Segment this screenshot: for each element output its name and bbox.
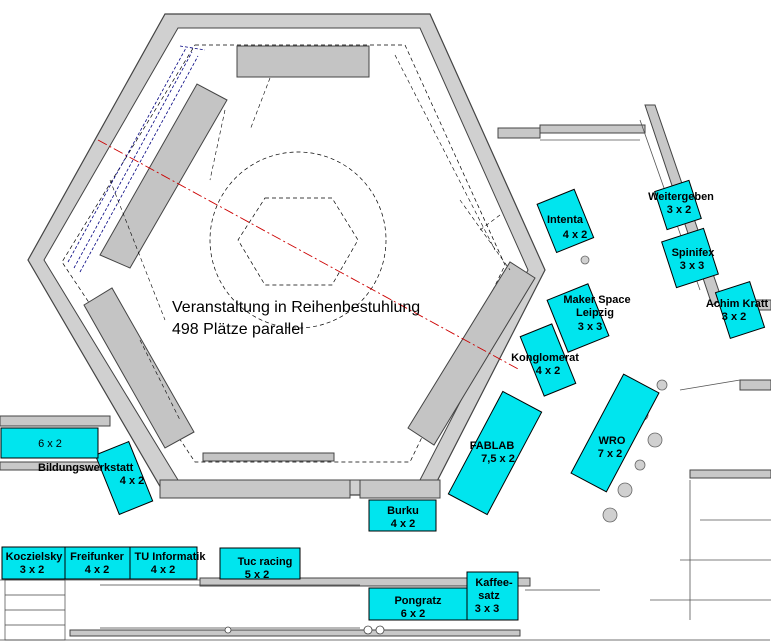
booth-freifunker bbox=[64, 546, 131, 580]
booth-unnamed-size: 6 x 2 bbox=[38, 438, 62, 450]
booth-bildungswerkstatt-size: 4 x 2 bbox=[120, 475, 144, 487]
seating-area-boundary bbox=[61, 44, 506, 463]
stage-block-right bbox=[407, 261, 536, 446]
stairs bbox=[4, 579, 66, 641]
booth-konglomerat-name: Konglomerat bbox=[511, 352, 579, 364]
booth-tu-informatik-size: 4 x 2 bbox=[151, 564, 175, 576]
booth-freifunker-name: Freifunker bbox=[70, 551, 125, 563]
booth-intenta: Intenta 4 x 2 bbox=[536, 188, 595, 254]
booth-konglomerat bbox=[519, 323, 577, 397]
booth-weitergeben bbox=[654, 179, 702, 231]
booth-tu-informatik bbox=[129, 546, 198, 580]
booth-spinifex-size: 3 x 3 bbox=[680, 260, 704, 272]
booth-kaffeesatz-size: 3 x 3 bbox=[475, 603, 499, 615]
booth-konglomerat-size: 4 x 2 bbox=[536, 365, 560, 377]
booth-koczielsky-name: Koczielsky bbox=[6, 551, 64, 563]
booth-unnamed bbox=[0, 427, 99, 459]
booth-wro-size: 7 x 2 bbox=[598, 448, 622, 460]
booth-fablab-name: FABLAB bbox=[470, 440, 515, 452]
stage-block-lower-left bbox=[83, 287, 195, 449]
seat-rows bbox=[67, 45, 206, 273]
booth-kaffeesatz bbox=[466, 571, 519, 621]
booth-spinifex bbox=[661, 227, 719, 289]
lower-walls bbox=[0, 415, 531, 637]
booth-kaffeesatz-name-1: Kaffee- bbox=[475, 577, 513, 589]
booth-achim-kratt-size: 3 x 2 bbox=[722, 311, 746, 323]
booth-achim-kratt-name: Achim Kratt bbox=[706, 298, 769, 310]
lower-corridor-lines bbox=[0, 579, 770, 641]
booth-freifunker-size: 4 x 2 bbox=[85, 564, 109, 576]
booth-intenta-size: 4 x 2 bbox=[563, 229, 587, 241]
lower-wall-markers bbox=[224, 625, 385, 635]
booth-pongratz-name: Pongratz bbox=[394, 595, 442, 607]
booth-pongratz-size: 6 x 2 bbox=[401, 608, 425, 620]
booth-bildungswerkstatt bbox=[94, 440, 154, 516]
stage-block-bottom bbox=[202, 452, 335, 462]
booth-spinifex-name: Spinifex bbox=[672, 247, 716, 259]
booth-koczielsky bbox=[1, 546, 66, 580]
booth-tuc-racing-size: 5 x 2 bbox=[245, 569, 269, 581]
booth-wro bbox=[570, 373, 660, 493]
booth-achim-kratt bbox=[714, 280, 766, 340]
booth-burku-size: 4 x 2 bbox=[391, 518, 415, 530]
booth-maker-space-size: 3 x 3 bbox=[578, 321, 602, 333]
booth-fablab-size: 7,5 x 2 bbox=[481, 453, 515, 465]
center-hexagon bbox=[237, 197, 359, 286]
booth-burku-name: Burku bbox=[387, 505, 419, 517]
booth-wro-name: WRO bbox=[599, 435, 626, 447]
booth-koczielsky-size: 3 x 2 bbox=[20, 564, 44, 576]
booth-bildungswerkstatt-name: Bildungswerkstatt bbox=[38, 462, 134, 474]
booth-tuc-racing bbox=[219, 547, 301, 580]
booth-burku bbox=[368, 499, 437, 532]
event-note-line2: 498 Plätze parallel bbox=[172, 321, 304, 338]
stage-block-top bbox=[236, 45, 370, 78]
booth-pongratz bbox=[368, 587, 468, 621]
booth-maker-space-name-1: Maker Space bbox=[563, 294, 630, 306]
booth-tuc-racing-name: Tuc racing bbox=[238, 556, 293, 568]
axis-line bbox=[97, 139, 521, 371]
inner-dashed-lines bbox=[109, 54, 511, 421]
event-note-line1: Veranstaltung in Reihenbestuhlung bbox=[172, 299, 420, 316]
center-circle-outer bbox=[209, 151, 387, 329]
booth-weitergeben-name: Weitergeben bbox=[648, 191, 714, 203]
booth-maker-space-name-2: Leipzig bbox=[576, 307, 614, 319]
booth-tu-informatik-name: TU Informatik bbox=[135, 551, 207, 563]
booth-weitergeben-size: 3 x 2 bbox=[667, 204, 691, 216]
booth-intenta-name: Intenta bbox=[547, 214, 584, 226]
booth-kaffeesatz-name-2: satz bbox=[478, 590, 500, 602]
booth-fablab bbox=[447, 390, 543, 516]
booth-maker-space bbox=[546, 283, 610, 353]
